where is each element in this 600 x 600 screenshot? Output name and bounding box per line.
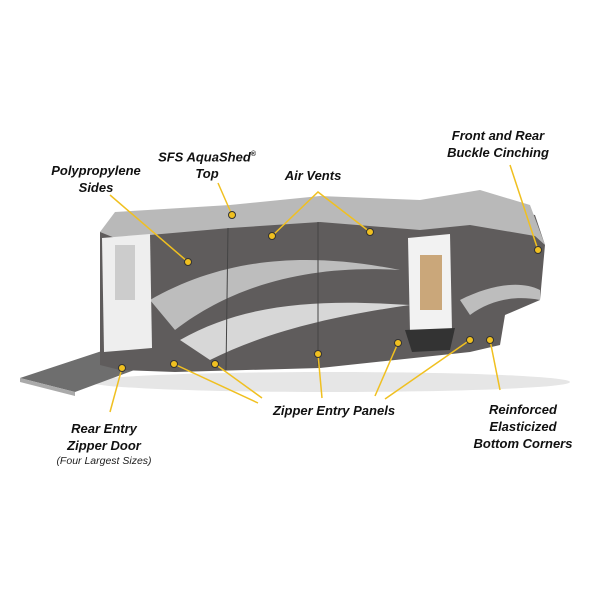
label-line: Elasticized [489,419,557,434]
label-line: Rear Entry [71,421,137,436]
ramp-edge [20,378,75,396]
callout-dot [314,350,322,358]
callout-dot [486,336,494,344]
callout-zipper-entry-panels: Zipper Entry Panels [273,402,395,419]
callout-dot [170,360,178,368]
label-line: Air Vents [284,168,342,183]
callout-air-vents: Air Vents [285,167,342,184]
callout-dot [268,232,276,240]
label-line: Bottom Corners [473,436,573,451]
callout-buckle-cinching: Front and Rear Buckle Cinching [447,127,549,161]
callout-polypropylene-sides: Polypropylene Sides [51,162,141,196]
label-line: Front and Rear [451,128,545,143]
callout-dot [366,228,374,236]
label-line: Reinforced [489,402,557,417]
callout-bottom-corners: Reinforced Elasticized Bottom Corners [474,401,573,452]
callout-dot [118,364,126,372]
label-line: Polypropylene [51,163,141,178]
zipper-seam [225,227,229,371]
callout-dot [534,246,542,254]
label-line: Buckle Cinching [447,145,549,160]
callout-aquashed-top: SFS AquaShed® Top [158,146,256,182]
label-line: Zipper Door [67,438,141,453]
label-line: Top [195,166,219,182]
swoosh-graphic [460,284,540,315]
door-interior [420,255,442,310]
ground-shadow [90,372,570,392]
aquashed-roof [100,190,545,245]
label-note: (Four Largest Sizes) [56,455,152,467]
callout-dot [228,211,236,219]
swoosh-graphic [150,260,400,330]
callout-rear-entry-door: Rear Entry Zipper Door (Four Largest Siz… [56,420,151,468]
callout-dot [466,336,474,344]
label-line: Sides [78,180,114,195]
rear-door-panel [115,245,135,300]
label-line: Zipper Entry Panels [272,403,396,418]
registered-mark: ® [250,151,256,158]
swoosh-graphic [180,302,410,360]
callout-dot [394,339,402,347]
callout-dot [211,360,219,368]
entry-steps [405,328,455,352]
callout-lines [109,164,539,413]
label-text: SFS AquaShed [158,149,251,165]
label-line: SFS AquaShed® [158,146,256,165]
callout-dot [184,258,192,266]
